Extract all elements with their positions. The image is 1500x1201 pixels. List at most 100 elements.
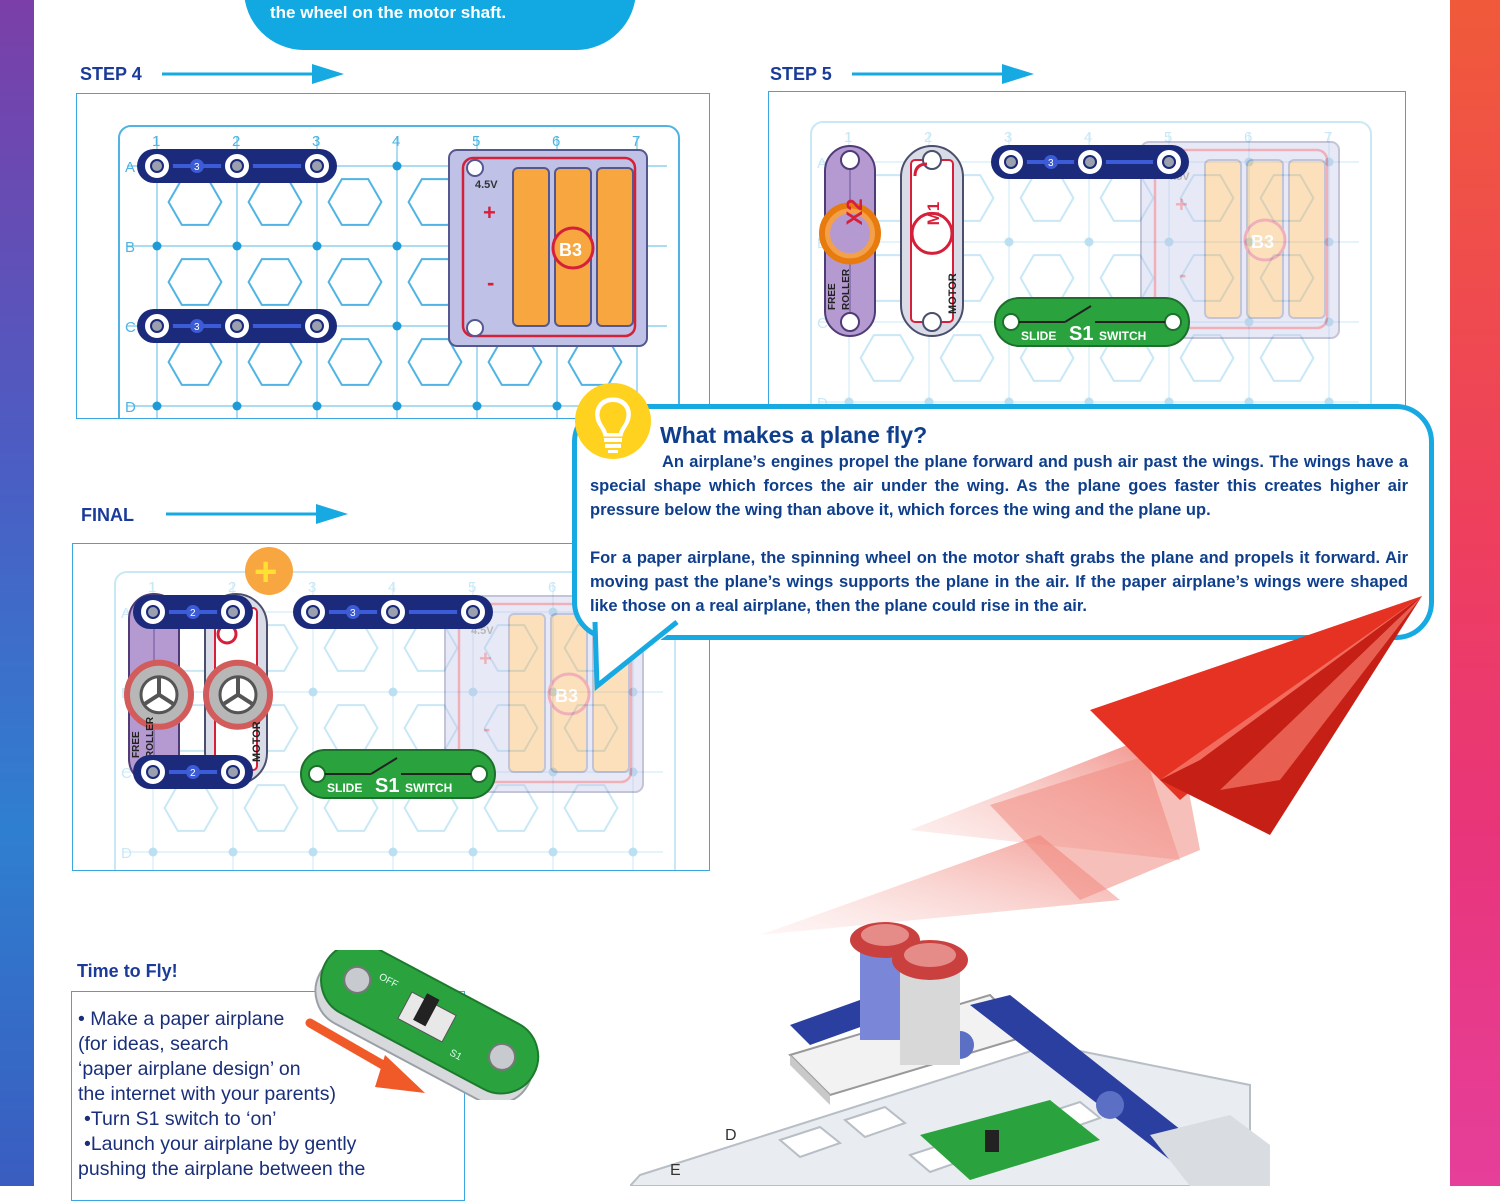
roller-roller-text: ROLLER bbox=[841, 268, 852, 310]
circuit-3d-illustration: D E bbox=[630, 922, 1270, 1186]
grid-node bbox=[312, 241, 322, 251]
column-label: 2 bbox=[924, 129, 932, 146]
grid-node bbox=[548, 767, 558, 777]
board-hole bbox=[327, 178, 383, 226]
battery-plus: + bbox=[483, 200, 496, 225]
motor-spokes bbox=[222, 677, 254, 706]
step5-board: 1234567ABCDB34.5V+-X2FREEROLLERM1MOTOR3S… bbox=[810, 121, 1372, 412]
grid-node bbox=[392, 401, 402, 411]
row-label: D bbox=[125, 399, 136, 416]
battery-plus: + bbox=[1175, 192, 1188, 217]
battery-outline bbox=[1153, 148, 1329, 330]
switch-slide-text: SLIDE bbox=[1021, 329, 1056, 343]
board-hole bbox=[483, 624, 539, 672]
plane-fly-callout bbox=[572, 404, 1434, 640]
final-label: FINAL bbox=[81, 505, 134, 525]
grid-node bbox=[548, 607, 558, 617]
battery-cell bbox=[1204, 159, 1242, 319]
board-letter-d: D bbox=[725, 1127, 737, 1144]
snap-center bbox=[226, 765, 240, 779]
snap-center bbox=[230, 159, 244, 173]
column-label: 2 bbox=[228, 579, 236, 596]
grid-node bbox=[1324, 317, 1334, 327]
callout-tail bbox=[592, 620, 685, 692]
column-label: 3 bbox=[1004, 129, 1012, 146]
row-label: C bbox=[125, 319, 136, 336]
roller-spokes bbox=[143, 677, 175, 706]
right-edge-gradient bbox=[1450, 0, 1500, 1186]
step5-arrow-icon bbox=[852, 64, 1034, 84]
row-label: A bbox=[817, 155, 827, 172]
row-label: B bbox=[125, 239, 135, 256]
switch-body bbox=[300, 749, 496, 799]
switch-s1-label: S1 bbox=[447, 1048, 463, 1064]
snap-center bbox=[466, 605, 480, 619]
grid-node bbox=[308, 847, 318, 857]
plus-badge-icon: + bbox=[245, 547, 293, 595]
grid-node bbox=[1004, 237, 1014, 247]
wire-badge bbox=[1044, 155, 1058, 169]
callout-paragraph-1: An airplane’s engines propel the plane f… bbox=[590, 453, 1408, 519]
motor-text: MOTOR bbox=[947, 273, 959, 314]
grid-node bbox=[1084, 237, 1094, 247]
snap-center bbox=[310, 319, 324, 333]
battery-label: B3 bbox=[559, 240, 582, 260]
switch-s1-text: S1 bbox=[1069, 323, 1093, 345]
grid-node bbox=[552, 401, 562, 411]
motor-label-ring bbox=[910, 211, 954, 255]
wire-3: 3 bbox=[137, 309, 337, 343]
column-label: 5 bbox=[468, 579, 476, 596]
column-label: 7 bbox=[632, 133, 640, 150]
row-label: C bbox=[817, 315, 828, 332]
roller-snap bbox=[840, 150, 860, 170]
row-label: A bbox=[121, 605, 131, 622]
column-label: 3 bbox=[308, 579, 316, 596]
wire-badge bbox=[346, 605, 360, 619]
battery-b3: B34.5V+- bbox=[448, 149, 648, 347]
grid-node bbox=[392, 321, 402, 331]
battery-cell bbox=[550, 613, 588, 773]
snap-center bbox=[386, 605, 400, 619]
left-edge-gradient bbox=[0, 0, 34, 1186]
board-hole bbox=[247, 258, 303, 306]
row-label: A bbox=[125, 159, 135, 176]
step4-label: STEP 4 bbox=[80, 64, 142, 84]
grid-node bbox=[312, 401, 322, 411]
wire-number: 3 bbox=[194, 162, 200, 173]
wire-3: 3 bbox=[991, 145, 1189, 179]
board-hole bbox=[563, 704, 619, 752]
board-hole bbox=[563, 784, 619, 832]
board-hole bbox=[1259, 334, 1315, 382]
grid-node bbox=[392, 241, 402, 251]
snap-center bbox=[1162, 155, 1176, 169]
grid-node bbox=[388, 687, 398, 697]
board-hole bbox=[1179, 174, 1235, 222]
top-speech-bubble bbox=[244, 0, 636, 50]
final-panel: 1234567ABCDB34.5V+-FREEROLLERMOTOR223SLI… bbox=[72, 543, 710, 871]
roller-ring-center bbox=[830, 213, 870, 254]
callout-title: What makes a plane fly? bbox=[660, 422, 928, 448]
column-label: 5 bbox=[472, 133, 480, 150]
row-label: D bbox=[121, 845, 132, 862]
battery-label-ring bbox=[547, 672, 591, 716]
column-label: 5 bbox=[1164, 129, 1172, 146]
board-hole bbox=[167, 258, 223, 306]
board-hole bbox=[859, 334, 915, 382]
wire-number: 3 bbox=[1048, 158, 1054, 169]
battery-label-ring bbox=[551, 226, 595, 270]
switch-lever bbox=[1064, 305, 1092, 323]
board-letter-e: E bbox=[670, 1162, 681, 1179]
push-direction-arrow-icon bbox=[305, 1018, 425, 1093]
fly-line-7: pushing the airplane between the bbox=[78, 1158, 366, 1180]
grid-node bbox=[1324, 237, 1334, 247]
switch-snap bbox=[1002, 313, 1020, 331]
roller-free-text: FREE bbox=[131, 731, 142, 758]
roller-free-text: FREE bbox=[827, 283, 838, 310]
battery-label: B3 bbox=[1251, 232, 1274, 252]
motor-snap bbox=[922, 150, 942, 170]
board-hole bbox=[243, 784, 299, 832]
snap-center bbox=[310, 159, 324, 173]
snap-center bbox=[226, 605, 240, 619]
grid-node bbox=[148, 847, 158, 857]
